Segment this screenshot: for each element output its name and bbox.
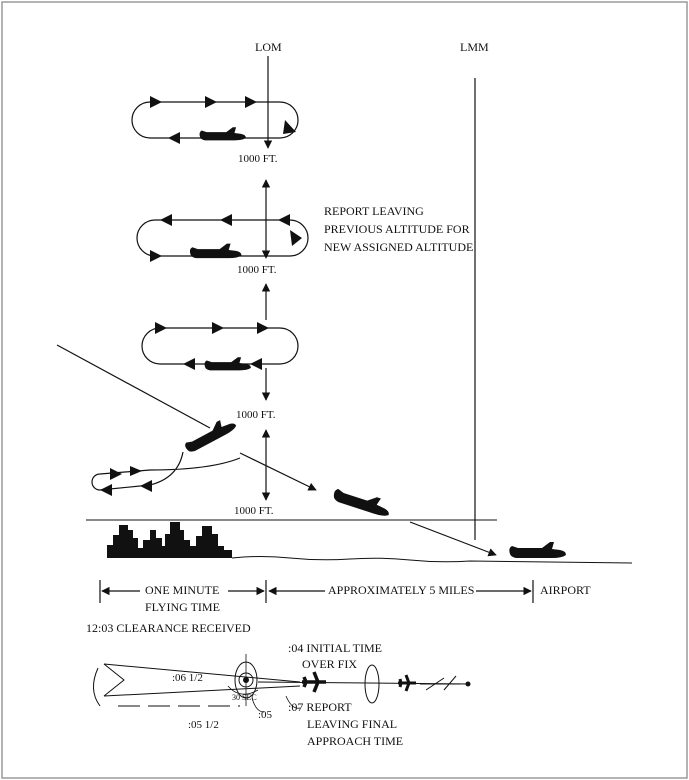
approx-miles-label: APPROXIMATELY 5 MILES bbox=[328, 583, 474, 597]
beacon-icon bbox=[234, 654, 258, 706]
airplane-icon bbox=[302, 671, 326, 693]
lmm-label: LMM bbox=[460, 40, 489, 54]
glide-path bbox=[409, 521, 497, 557]
skyline-icon bbox=[107, 522, 232, 558]
airplane-icon bbox=[204, 357, 251, 371]
airplane-icon bbox=[509, 542, 566, 558]
airplane-icon bbox=[189, 243, 242, 259]
one-minute-line-2: FLYING TIME bbox=[145, 600, 220, 614]
plan-view bbox=[93, 654, 471, 713]
airplane-icon bbox=[331, 484, 393, 519]
airplane-descending bbox=[181, 414, 238, 455]
terrain-line bbox=[231, 556, 633, 564]
time-05-half: :05 1/2 bbox=[188, 719, 219, 731]
holding-pattern-2 bbox=[136, 214, 309, 262]
time-30-sec: 30 SEC bbox=[232, 693, 257, 702]
report-leaving-line-1: REPORT LEAVING bbox=[324, 204, 424, 218]
one-minute-line-1: ONE MINUTE bbox=[145, 583, 219, 597]
altitude-label-3: 1000 FT. bbox=[236, 409, 276, 421]
holding-pattern-3 bbox=[141, 322, 299, 371]
initial-time-line-2: OVER FIX bbox=[302, 657, 357, 671]
time-07-report-line-3: APPROACH TIME bbox=[307, 734, 403, 748]
airplane-icon bbox=[181, 414, 238, 455]
altitude-label-4: 1000 FT. bbox=[234, 505, 274, 517]
entry-track bbox=[56, 344, 211, 429]
time-06-half: :06 1/2 bbox=[172, 672, 203, 684]
time-07-report-line-1: :07 REPORT bbox=[288, 700, 352, 714]
clearance-label: 12:03 CLEARANCE RECEIVED bbox=[86, 621, 251, 635]
report-leaving-line-3: NEW ASSIGNED ALTITUDE bbox=[324, 240, 473, 254]
time-05: :05 bbox=[258, 709, 273, 721]
holding-pattern-1 bbox=[131, 96, 299, 144]
airplane-final-approach bbox=[331, 484, 393, 519]
airplane-icon bbox=[199, 127, 246, 141]
airplane-icon bbox=[398, 674, 416, 692]
lower-holding-pattern bbox=[91, 451, 241, 496]
final-approach-track bbox=[239, 452, 317, 491]
initial-time-line-1: :04 INITIAL TIME bbox=[288, 641, 382, 655]
airport-label: AIRPORT bbox=[540, 583, 591, 597]
altitude-label-1: 1000 FT. bbox=[238, 153, 278, 165]
lom-label: LOM bbox=[255, 40, 282, 54]
altitude-label-2: 1000 FT. bbox=[237, 264, 277, 276]
report-leaving-line-2: PREVIOUS ALTITUDE FOR bbox=[324, 222, 470, 236]
time-07-report-line-2: LEAVING FINAL bbox=[307, 717, 397, 731]
